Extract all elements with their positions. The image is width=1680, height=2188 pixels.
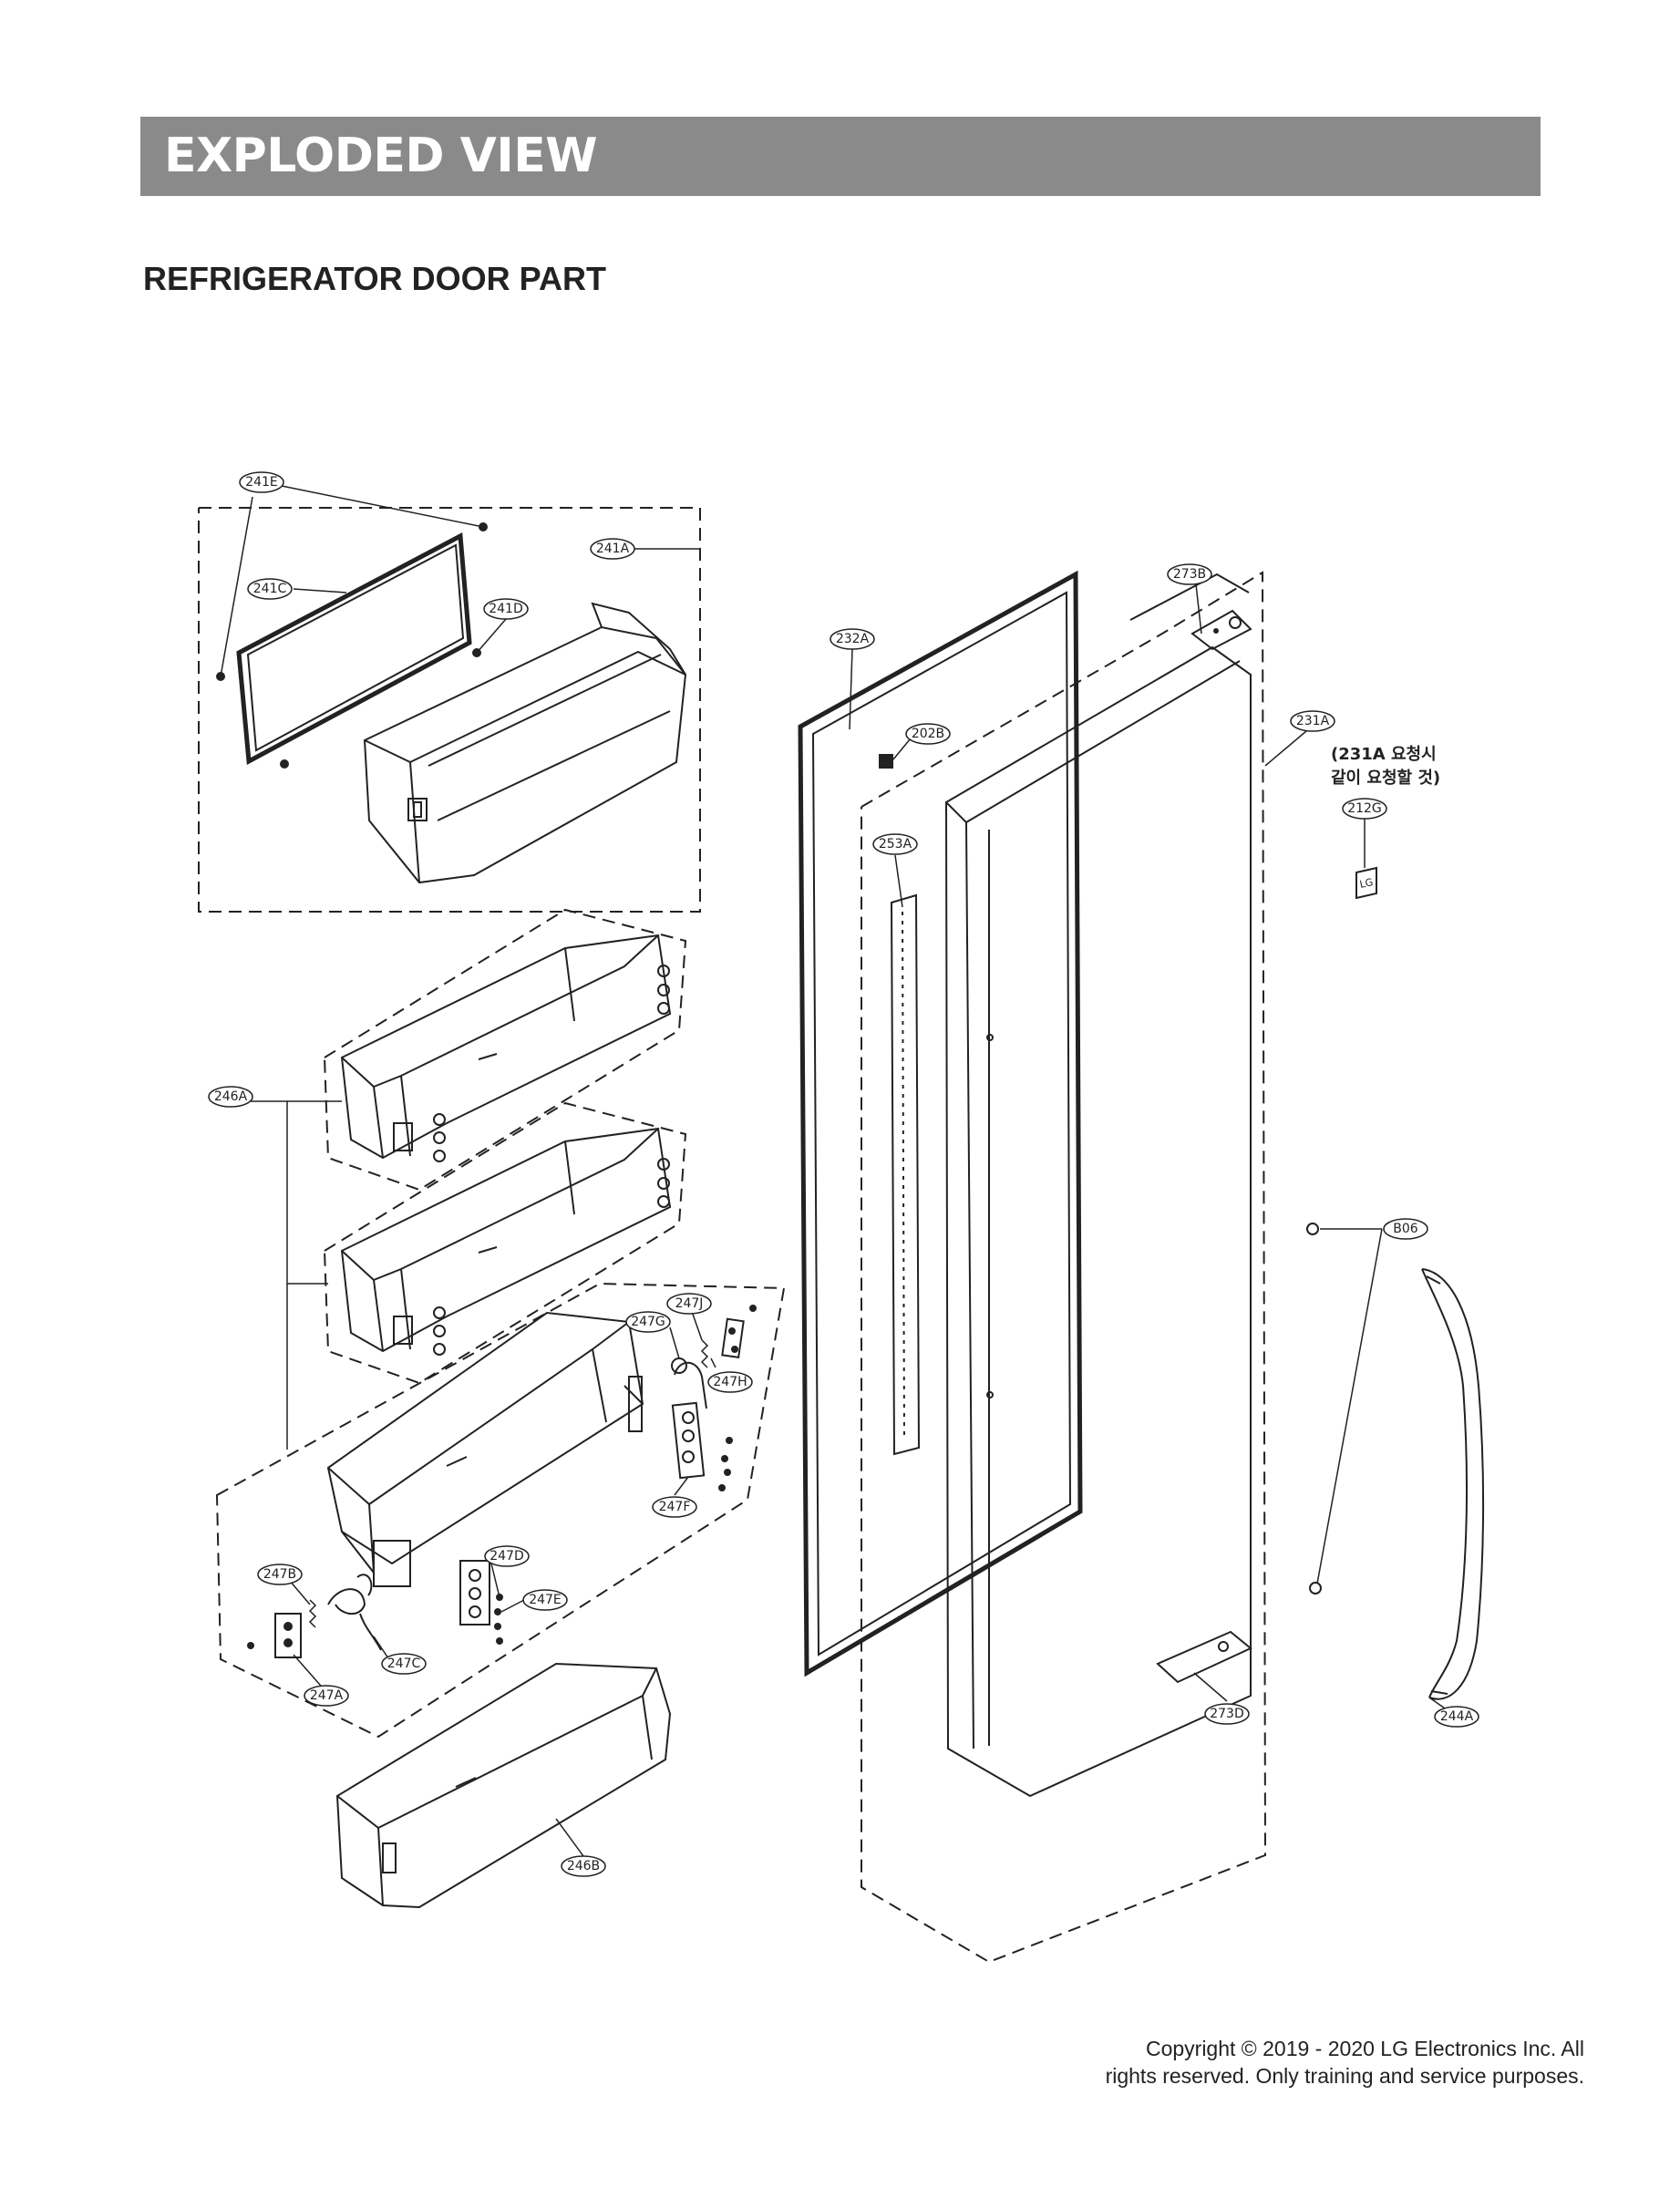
note-line: 같이 요청할 것)	[1331, 769, 1441, 788]
copyright-line: rights reserved. Only training and servi…	[1105, 2064, 1584, 2088]
part-246A-bin-upper	[340, 934, 672, 1162]
callout-text-241E: 241E	[245, 475, 278, 490]
part-247A-bracket	[274, 1613, 302, 1658]
callout-202B	[905, 723, 951, 745]
part-231A-door	[944, 573, 1252, 1798]
group-box-246A-upper	[323, 908, 687, 1192]
callout-text-B06: B06	[1393, 1222, 1418, 1236]
callout-253A	[872, 833, 918, 855]
callout-text-241D: 241D	[489, 602, 523, 616]
part-247H-spring	[700, 1339, 709, 1368]
part-273D-hinge	[1156, 1630, 1252, 1684]
part-241D-box	[363, 602, 687, 884]
part-246A-bin-main	[326, 1311, 644, 1587]
callout-text-247D: 247D	[490, 1549, 524, 1564]
callout-text-247B: 247B	[263, 1567, 296, 1582]
callout-247D	[484, 1545, 530, 1567]
section-title: REFRIGERATOR DOOR PART	[143, 260, 607, 297]
group-box-246A-lower	[323, 1101, 687, 1385]
part-247F-plate	[671, 1357, 707, 1480]
callout-246B	[561, 1855, 606, 1877]
callout-247A	[304, 1685, 349, 1707]
callout-247C	[381, 1653, 427, 1675]
callout-244A	[1434, 1706, 1479, 1728]
part-232A-gasket	[798, 570, 1083, 1677]
banner-title: EXPLODED VIEW	[164, 129, 598, 183]
callout-241E	[239, 471, 284, 493]
callout-leader-246A	[251, 1100, 328, 1285]
callout-text-247H: 247H	[713, 1375, 747, 1389]
callout-text-253A: 253A	[879, 837, 912, 851]
callout-247H	[707, 1371, 753, 1393]
leader-lines	[220, 485, 1458, 1857]
group-box-247	[215, 1282, 786, 1739]
callout-247E	[522, 1589, 568, 1611]
header-banner: EXPLODED VIEW	[140, 117, 1541, 196]
callout-text-247E: 247E	[529, 1593, 562, 1607]
callout-246A	[208, 1086, 253, 1108]
callout-text-244A: 244A	[1440, 1709, 1474, 1724]
callout-text-232A: 232A	[836, 632, 870, 646]
callout-text-202B: 202B	[912, 727, 944, 741]
part-212G-badge	[1355, 866, 1377, 900]
part-247B-spring	[308, 1599, 317, 1628]
callout-text-212G: 212G	[1347, 801, 1382, 816]
callout-231A	[1290, 710, 1335, 732]
part-note: (231A 요청시 같이 요청할 것)	[1331, 743, 1440, 790]
callout-247G	[625, 1311, 671, 1333]
part-247J-bracket	[721, 1317, 745, 1359]
callout-232A	[830, 628, 875, 650]
callout-labels	[208, 471, 1479, 1877]
lg-badge-text: LG	[1358, 876, 1374, 891]
callout-text-273B: 273B	[1173, 567, 1206, 582]
callout-241A	[590, 538, 635, 560]
callout-212G	[1342, 798, 1387, 820]
part-244A-handle	[1421, 1268, 1485, 1700]
callout-273B	[1167, 563, 1212, 585]
callout-text-241A: 241A	[596, 542, 630, 556]
callout-text-241C: 241C	[253, 582, 287, 596]
callout-247F	[652, 1496, 697, 1518]
callout-text-247J: 247J	[675, 1296, 704, 1311]
callout-text-247G: 247G	[631, 1315, 665, 1329]
group-box-241	[198, 507, 701, 913]
callout-241C	[247, 578, 293, 600]
callout-text-247A: 247A	[310, 1688, 344, 1703]
copyright-line: Copyright © 2019 - 2020 LG Electronics I…	[1145, 2037, 1584, 2060]
callout-247J	[666, 1293, 712, 1315]
door-outline-dashed	[861, 571, 1267, 1964]
part-246A-bin-lower	[340, 1127, 672, 1356]
callout-text-247F: 247F	[659, 1500, 691, 1514]
part-241C-frame	[236, 532, 472, 765]
callout-text-247C: 247C	[387, 1656, 421, 1671]
part-253A-bar	[890, 893, 921, 1456]
part-246B-bin	[335, 1662, 672, 1909]
callout-B06	[1383, 1218, 1428, 1240]
part-247C-damper	[327, 1574, 382, 1651]
copyright-footer: Copyright © 2019 - 2020 LG Electronics I…	[946, 2035, 1584, 2090]
callout-241D	[483, 598, 529, 620]
part-B06-screws	[1306, 1223, 1322, 1595]
part-247D-plate	[459, 1560, 490, 1626]
callout-text-273D: 273D	[1210, 1707, 1244, 1721]
callout-text-246A: 246A	[214, 1089, 248, 1104]
callout-text-231A: 231A	[1296, 714, 1330, 728]
part-273B-hinge	[1190, 609, 1252, 651]
part-202B	[879, 754, 893, 769]
callout-247B	[257, 1564, 303, 1585]
callout-273D	[1204, 1703, 1250, 1725]
note-line: (231A 요청시	[1331, 745, 1437, 764]
callout-text-246B: 246B	[567, 1859, 600, 1873]
